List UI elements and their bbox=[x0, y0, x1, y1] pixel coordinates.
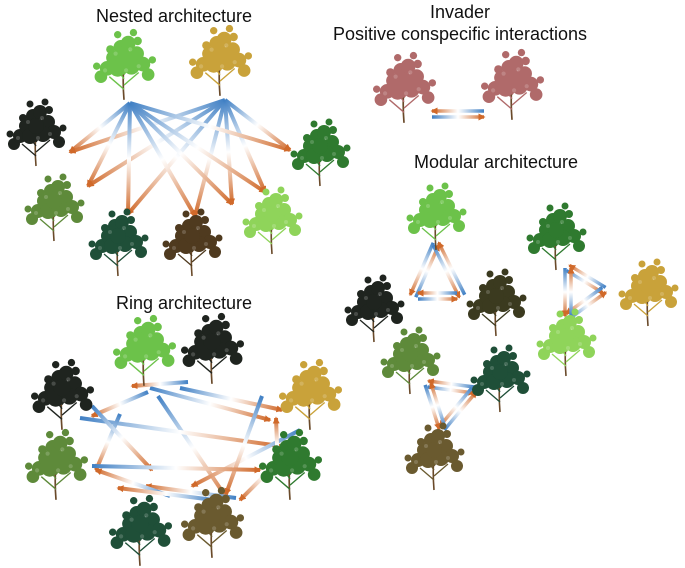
ring-arrow-7 bbox=[90, 404, 154, 472]
modular-1-top-shrub-icon bbox=[405, 181, 468, 251]
modular-3-bc-backward bbox=[442, 390, 478, 432]
nested-top-right-shrub-icon bbox=[188, 24, 253, 97]
nested-top-left-shrub-icon bbox=[92, 28, 157, 101]
modular-2-top-shrub-icon bbox=[525, 201, 588, 271]
ring-architecture-title: Ring architecture bbox=[116, 293, 252, 313]
ring-right-2-shrub-icon bbox=[258, 428, 323, 501]
invader-title: Invader bbox=[430, 2, 490, 22]
modular-3-bc-forward bbox=[438, 386, 474, 428]
modular-1-ab-backward bbox=[414, 243, 441, 298]
modular-3-ab-backward bbox=[426, 378, 475, 389]
modular-2-ab-backward bbox=[568, 263, 607, 289]
nested-arrow-a-1 bbox=[86, 102, 132, 188]
modular-3-ac-backward bbox=[429, 381, 447, 428]
nested-left-1-shrub-icon bbox=[5, 97, 68, 167]
nested-arrow-a-3 bbox=[128, 102, 197, 218]
nested-arrow-a-4 bbox=[128, 101, 234, 206]
ring-arrow-2 bbox=[179, 386, 284, 413]
modular-3-bottom-shrub-icon bbox=[403, 421, 466, 491]
modular-2-right-shrub-icon bbox=[617, 257, 680, 327]
nested-arrow-a-6 bbox=[129, 101, 292, 152]
nested-arrow-b-4 bbox=[223, 99, 236, 206]
nested-right-1-shrub-icon bbox=[289, 117, 352, 187]
ring-arrow-1 bbox=[156, 394, 230, 502]
nested-architecture-title: Nested architecture bbox=[96, 6, 252, 26]
ring-arrow-14 bbox=[91, 464, 262, 474]
nested-bottom-2-shrub-icon bbox=[161, 207, 224, 277]
ring-arrow-3 bbox=[90, 390, 149, 418]
plant-nodes bbox=[5, 24, 680, 567]
invader-left-shrub-icon bbox=[372, 51, 437, 124]
nested-arrow-a-5 bbox=[128, 101, 267, 194]
ring-arrow-9 bbox=[224, 395, 264, 496]
ring-arrow-13 bbox=[116, 485, 215, 502]
modular-architecture-title: Modular architecture bbox=[414, 152, 578, 172]
invader-subtitle: Positive conspecific interactions bbox=[333, 24, 587, 44]
nested-arrow-a-0 bbox=[68, 101, 132, 154]
ring-arrow-0 bbox=[149, 386, 272, 422]
modular-1-ac-forward bbox=[431, 244, 461, 299]
nested-arrow-b-1 bbox=[86, 98, 227, 188]
ring-top-left-shrub-icon bbox=[112, 314, 177, 387]
nested-arrow-b-2 bbox=[126, 98, 227, 216]
modular-2-bottom-shrub-icon bbox=[535, 307, 598, 377]
modular-1-ab-forward bbox=[408, 242, 435, 297]
ring-arrow-8 bbox=[190, 428, 301, 488]
ring-right-1-shrub-icon bbox=[278, 358, 343, 431]
nested-bottom-1-shrub-icon bbox=[87, 207, 150, 277]
invader-right-shrub-icon bbox=[480, 48, 545, 121]
modular-1-left-shrub-icon bbox=[343, 273, 406, 343]
ring-arrow-4 bbox=[130, 380, 189, 390]
nested-arrow-b-5 bbox=[223, 99, 267, 194]
nested-arrow-b-0 bbox=[68, 98, 226, 154]
ring-arrow-6 bbox=[94, 413, 122, 472]
nested-right-2-shrub-icon bbox=[241, 185, 304, 255]
modular-1-ac-backward bbox=[437, 241, 467, 296]
nested-arrow-a-2 bbox=[124, 102, 132, 216]
modular-3-ac-forward bbox=[423, 384, 441, 431]
nested-arrow-b-6 bbox=[223, 98, 292, 152]
modular-1-right-shrub-icon bbox=[465, 267, 528, 337]
modular-3-right-shrub-icon bbox=[469, 343, 532, 413]
interaction-arrows bbox=[68, 98, 607, 502]
ring-bottom-left-shrub-icon bbox=[108, 494, 173, 567]
nested-left-2-shrub-icon bbox=[23, 172, 86, 242]
ring-top-right-shrub-icon bbox=[180, 312, 245, 385]
ring-left-2-shrub-icon bbox=[24, 428, 89, 501]
